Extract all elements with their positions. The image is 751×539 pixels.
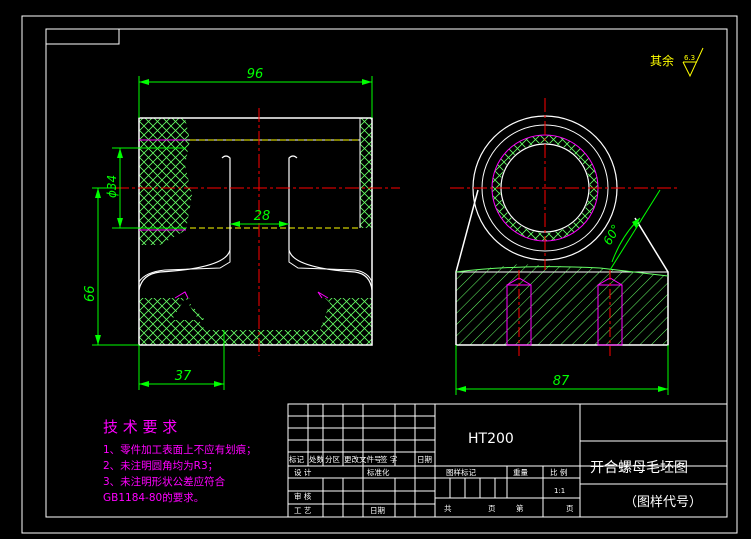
dim-96-label: 96 [247, 67, 264, 82]
dim-87-arrow-l [456, 386, 466, 392]
hdr-standardize: 标准化 [367, 467, 390, 477]
front-view-dovetail [174, 291, 329, 299]
front-view-t-slot [138, 155, 373, 291]
dim-66-label: 66 [83, 285, 98, 302]
dim-28-label: 28 [254, 209, 271, 224]
side-view-hatch-base [456, 264, 668, 345]
roughness-note: 其余 6.3 [650, 47, 704, 78]
front-view-t-slot-base [138, 232, 373, 283]
scale-value: 1:1 [554, 487, 565, 495]
hdr-total: 共 [444, 504, 452, 513]
tech-req-item-2: 2、未注明圆角均为R3； [103, 459, 218, 472]
side-view: 60° 87 [450, 98, 680, 395]
angle-60-ref [609, 189, 661, 271]
tech-requirements: 技 术 要 求 1、零件加工表面上不应有划痕； 2、未注明圆角均为R3； 3、未… [103, 418, 257, 504]
front-view-hatch-right [360, 118, 372, 228]
hdr-design: 设 计 [294, 467, 312, 477]
front-view-outline [138, 117, 373, 346]
dim-87-arrow-r [658, 386, 668, 392]
dim-37-arrow-l [139, 381, 149, 387]
hdr-weight: 重量 [513, 468, 528, 477]
dim-66-arrow-b [95, 335, 101, 345]
angle-60-arrow [632, 218, 640, 228]
part-name-label: 开合螺母毛坯图 [590, 460, 688, 476]
dim-28-arrow-r [279, 221, 289, 227]
roughness-value: 6.3 [684, 54, 695, 62]
hdr-date2: 日期 [370, 506, 385, 515]
front-view-hatch-top [139, 118, 192, 245]
corner-box [45, 28, 120, 45]
roughness-label: 其余 [650, 53, 674, 68]
hdr-count: 处数 [309, 454, 324, 464]
hdr-process: 工 艺 [294, 506, 311, 515]
tech-req-item-3: 3、未注明形状公差应符合 [103, 475, 226, 488]
dim-34-label: ϕ34 [105, 175, 119, 198]
drawing-no-label: （图样代号） [624, 495, 702, 510]
dim-28-arrow-l [230, 221, 240, 227]
dim-87-label: 87 [553, 374, 570, 389]
roughness-symbol [682, 47, 704, 78]
hdr-sheet-unit2: 页 [566, 504, 574, 513]
dim-96-arrow-l [139, 79, 149, 85]
dim-96-arrow-r [362, 79, 372, 85]
hdr-review: 审 核 [294, 491, 312, 501]
material-label: HT200 [468, 431, 514, 447]
dim-66-arrow-t [95, 188, 101, 198]
dim-34-arrow-b [117, 218, 123, 228]
hdr-nth: 第 [516, 503, 524, 513]
dim-37-arrow-r [214, 381, 224, 387]
tech-req-title: 技 术 要 求 [103, 418, 177, 436]
hdr-ratio: 比 例 [550, 467, 567, 477]
hdr-zone: 分区 [325, 455, 340, 464]
tech-req-item-4: GB1184-80的要求。 [103, 491, 204, 504]
hdr-stage-mark: 图样标记 [446, 467, 476, 477]
hdr-sheet-unit: 页 [488, 504, 496, 513]
dim-34-arrow-t [117, 148, 123, 158]
title-block [287, 403, 728, 518]
hdr-sign: 签 字 [380, 454, 397, 464]
front-view-hatch-base [139, 298, 372, 345]
dim-37-label: 37 [175, 369, 192, 384]
outer-frame [21, 15, 738, 534]
front-view: 96 ϕ34 28 66 37 [83, 67, 400, 390]
hdr-mark: 标记 [289, 454, 304, 464]
side-view-base-curve [455, 266, 669, 277]
title-block-text: HT200 开合螺母毛坯图 （图样代号） 1:1 标记 处数 分区 更改文件号 … [289, 431, 702, 515]
hdr-change-doc: 更改文件号 [344, 454, 382, 464]
hdr-date: 日期 [417, 455, 432, 464]
tech-req-item-1: 1、零件加工表面上不应有划痕； [103, 443, 257, 456]
